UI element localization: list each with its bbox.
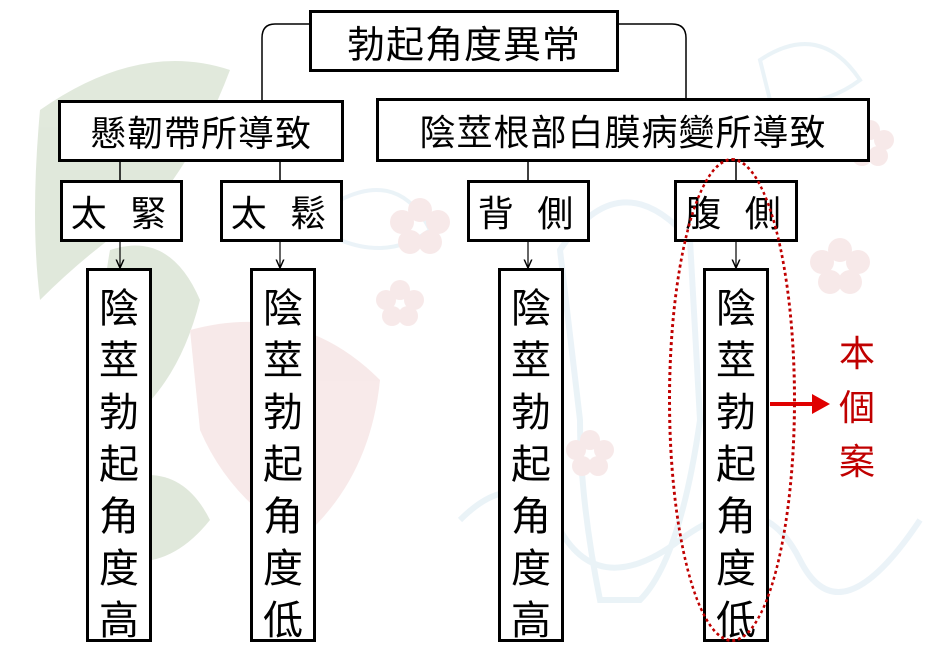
case-label: 本 個 案 — [832, 328, 882, 490]
root-node: 勃起角度異常 — [309, 10, 619, 72]
result-char: 高 — [511, 598, 551, 644]
result-high-angle-dorsal: 陰 莖 勃 起 角 度 高 — [498, 268, 564, 644]
case-highlight-ellipse — [668, 158, 796, 642]
result-char: 度 — [511, 546, 551, 592]
node-too-loose: 太 鬆 — [220, 180, 343, 242]
watermark-flower-icon — [566, 430, 614, 476]
result-char: 莖 — [511, 338, 551, 384]
result-char: 度 — [263, 546, 303, 592]
result-char: 角 — [263, 494, 303, 540]
case-label-char: 本 — [838, 334, 875, 375]
case-label-char: 案 — [838, 442, 875, 483]
result-char: 低 — [263, 598, 303, 644]
result-char: 勃 — [263, 390, 303, 436]
branch-suspensory-ligament: 懸韌帶所導致 — [58, 100, 344, 162]
watermark-doctor-figure — [556, 199, 704, 603]
result-high-angle-tight: 陰 莖 勃 起 角 度 高 — [86, 268, 152, 644]
watermark-flower-icon — [390, 198, 450, 254]
result-low-angle-loose: 陰 莖 勃 起 角 度 低 — [250, 268, 316, 644]
result-char: 高 — [99, 598, 139, 644]
case-label-char: 個 — [838, 388, 875, 429]
result-char: 角 — [99, 494, 139, 540]
result-char: 起 — [511, 442, 551, 488]
result-char: 陰 — [99, 286, 139, 332]
branch-tunica-albuginea: 陰莖根部白膜病變所導致 — [376, 98, 870, 162]
result-char: 起 — [263, 442, 303, 488]
result-char: 陰 — [511, 286, 551, 332]
watermark-flower-icon — [810, 238, 870, 294]
result-char: 度 — [99, 546, 139, 592]
node-dorsal: 背 側 — [467, 180, 590, 242]
connector-root-right — [618, 23, 687, 98]
connector-root-left — [261, 23, 310, 100]
node-too-tight: 太 緊 — [60, 180, 183, 242]
watermark-flower-icon — [376, 280, 424, 326]
result-char: 勃 — [511, 390, 551, 436]
result-char: 莖 — [263, 338, 303, 384]
result-char: 陰 — [263, 286, 303, 332]
result-char: 角 — [511, 494, 551, 540]
result-char: 起 — [99, 442, 139, 488]
watermark-bird — [338, 188, 433, 250]
result-char: 勃 — [99, 390, 139, 436]
result-char: 莖 — [99, 338, 139, 384]
